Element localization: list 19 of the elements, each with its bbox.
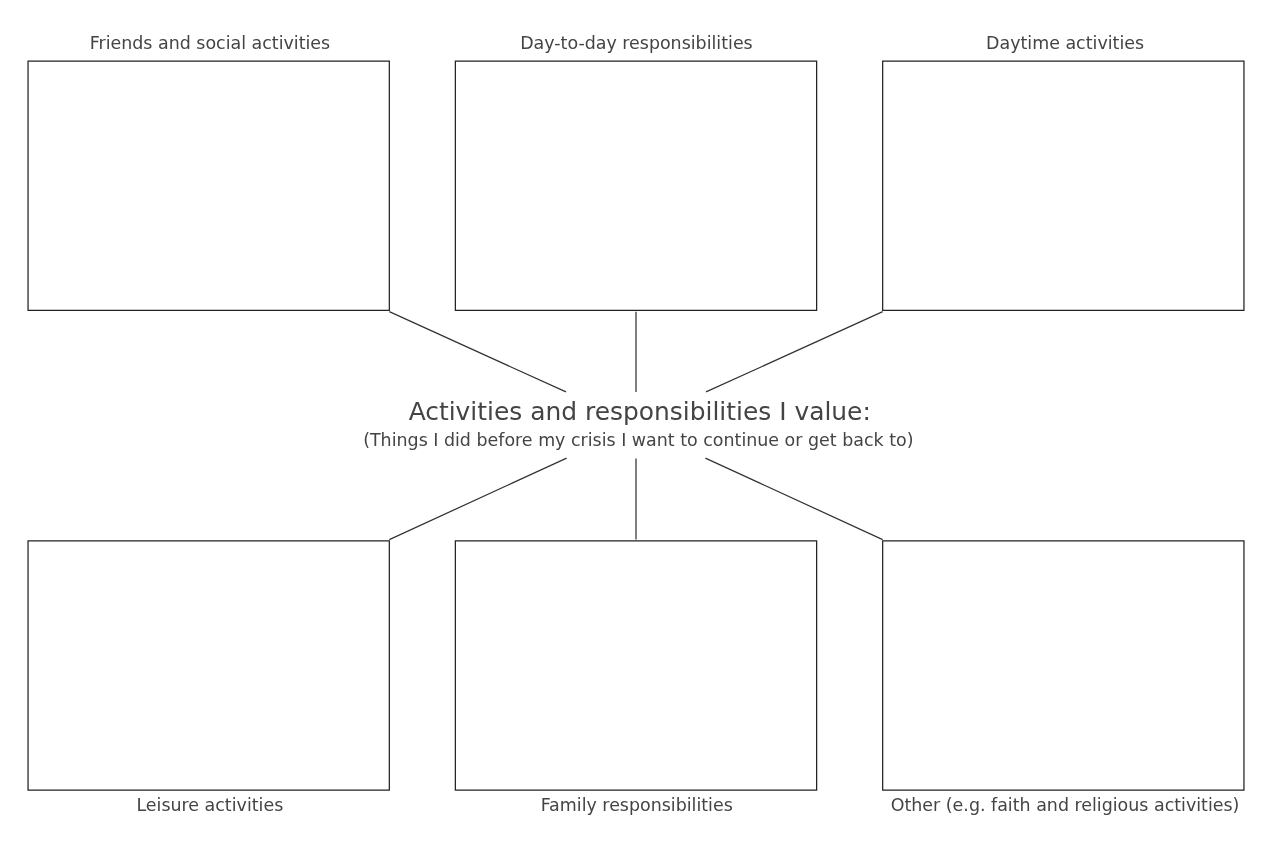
node-label: Daytime activities: [986, 32, 1145, 53]
node-label: Leisure activities: [136, 794, 284, 815]
node-box: [454, 60, 818, 311]
connector: [704, 457, 884, 540]
node-label: Other (e.g. faith and religious activities): [890, 794, 1240, 815]
node-label: Family responsibilities: [540, 794, 733, 815]
node-box: [882, 60, 1245, 311]
connector: [635, 310, 637, 393]
node-box: [27, 60, 390, 311]
connector: [388, 310, 567, 393]
node-label: Friends and social activities: [89, 32, 331, 53]
node-box: [882, 539, 1245, 791]
node-box: [454, 539, 818, 791]
connector: [705, 310, 884, 393]
connector: [635, 457, 637, 540]
node-box: [27, 539, 390, 791]
node-label: Day-to-day responsibilities: [520, 32, 753, 53]
connector: [388, 457, 568, 540]
node-text: Activities and responsibilities I value: (Things I did before my crisis I want to continue or get back to): [363, 396, 914, 450]
